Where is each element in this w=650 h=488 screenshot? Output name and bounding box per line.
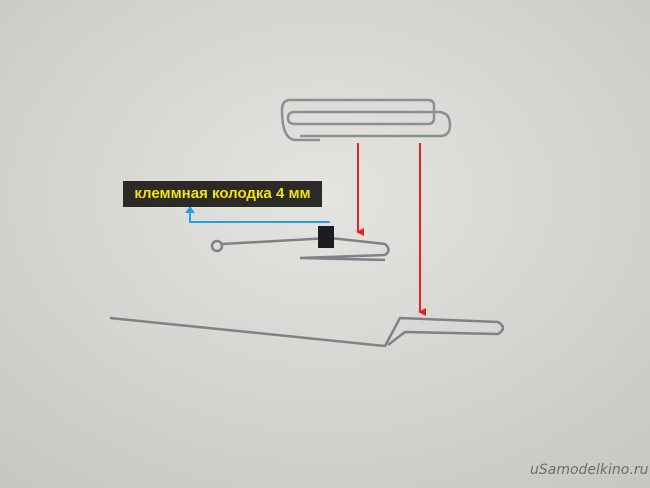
bent-clip-long (109, 316, 505, 348)
watermark: uSamodelkino.ru (530, 462, 649, 478)
terminal-block-label: клеммная колодка 4 мм (123, 181, 322, 207)
blue-pointer-head (185, 206, 195, 213)
terminal-block (318, 226, 334, 248)
paperclip-original (280, 98, 452, 142)
bent-clip-with-terminal (210, 226, 390, 262)
blue-pointer (189, 211, 330, 223)
